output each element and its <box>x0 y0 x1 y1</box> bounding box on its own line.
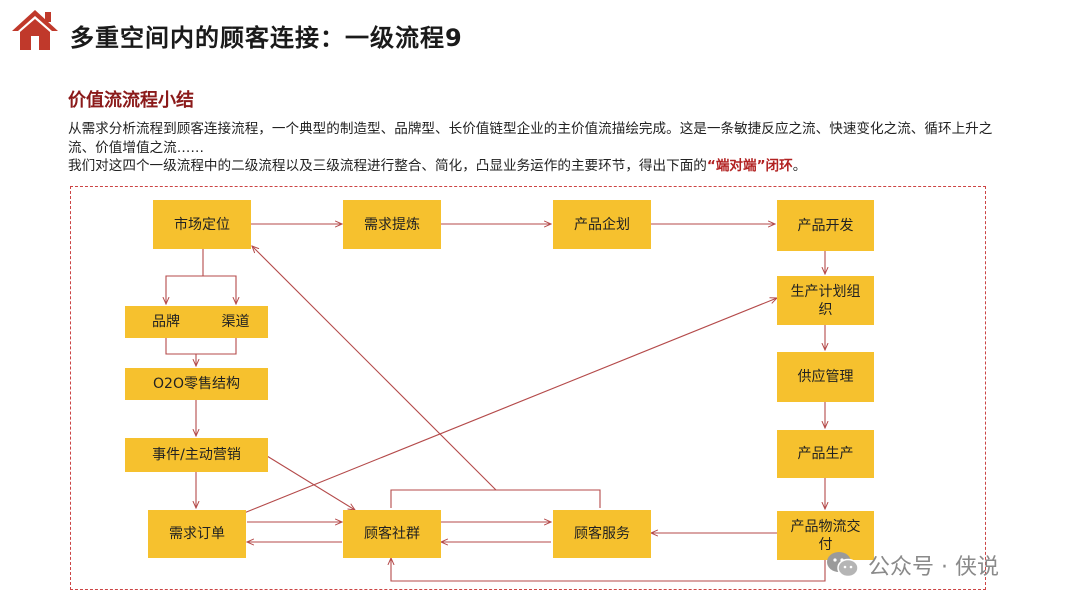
line-brand-merge <box>165 338 196 355</box>
page-title: 多重空间内的顾客连接：一级流程9 <box>70 24 463 52</box>
paragraph-intro: 从需求分析流程到顾客连接流程，一个典型的制造型、品牌型、长价值链型企业的主价值流… <box>68 121 993 156</box>
watermark-text: 公众号 · 侠说 <box>868 555 999 580</box>
line-community-service-bracket <box>390 489 601 508</box>
header: 多重空间内的顾客连接：一级流程9 <box>0 0 1080 78</box>
arrow-market-to-brand <box>166 249 204 304</box>
node-brand: 品牌 <box>125 306 207 338</box>
arrow-market-to-channel <box>203 275 236 304</box>
paragraph-summary-end: 。 <box>792 158 807 174</box>
node-logistics-delivery: 产品物流交付 <box>777 511 874 560</box>
node-customer-community: 顾客社群 <box>343 510 441 558</box>
node-product-development: 产品开发 <box>777 200 874 251</box>
node-market-positioning: 市场定位 <box>153 200 251 249</box>
node-demand-order: 需求订单 <box>148 510 246 558</box>
node-channel: 渠道 <box>203 306 268 338</box>
node-event-marketing: 事件/主动营销 <box>125 438 268 472</box>
arrow-order-to-production-plan <box>243 298 777 514</box>
paragraph-summary-text: 我们对这四个一级流程中的二级流程以及三级流程进行整合、简化，凸显业务运作的主要环… <box>68 158 707 174</box>
node-production-plan: 生产计划组织 <box>777 276 874 325</box>
node-customer-service: 顾客服务 <box>553 510 651 558</box>
home-icon <box>12 10 58 50</box>
arrow-logistics-to-community <box>391 558 826 582</box>
paragraph-summary-highlight: “端对端”闭环 <box>706 158 793 174</box>
wechat-icon <box>827 552 859 578</box>
line-channel-merge <box>196 338 237 355</box>
arrow-to-market-positioning <box>252 246 497 491</box>
paragraph-summary: 我们对这四个一级流程中的二级流程以及三级流程进行整合、简化，凸显业务运作的主要环… <box>68 157 1003 176</box>
node-production: 产品生产 <box>777 430 874 478</box>
section-title: 价值流流程小结 <box>68 90 194 111</box>
diagram-frame <box>70 186 986 590</box>
node-o2o-retail: O2O零售结构 <box>125 368 268 400</box>
watermark: 公众号 · 侠说 <box>826 549 999 581</box>
node-product-planning: 产品企划 <box>553 200 651 249</box>
node-supply-management: 供应管理 <box>777 352 874 402</box>
arrow-event-to-community <box>266 455 355 510</box>
node-demand-refining: 需求提炼 <box>343 200 441 249</box>
